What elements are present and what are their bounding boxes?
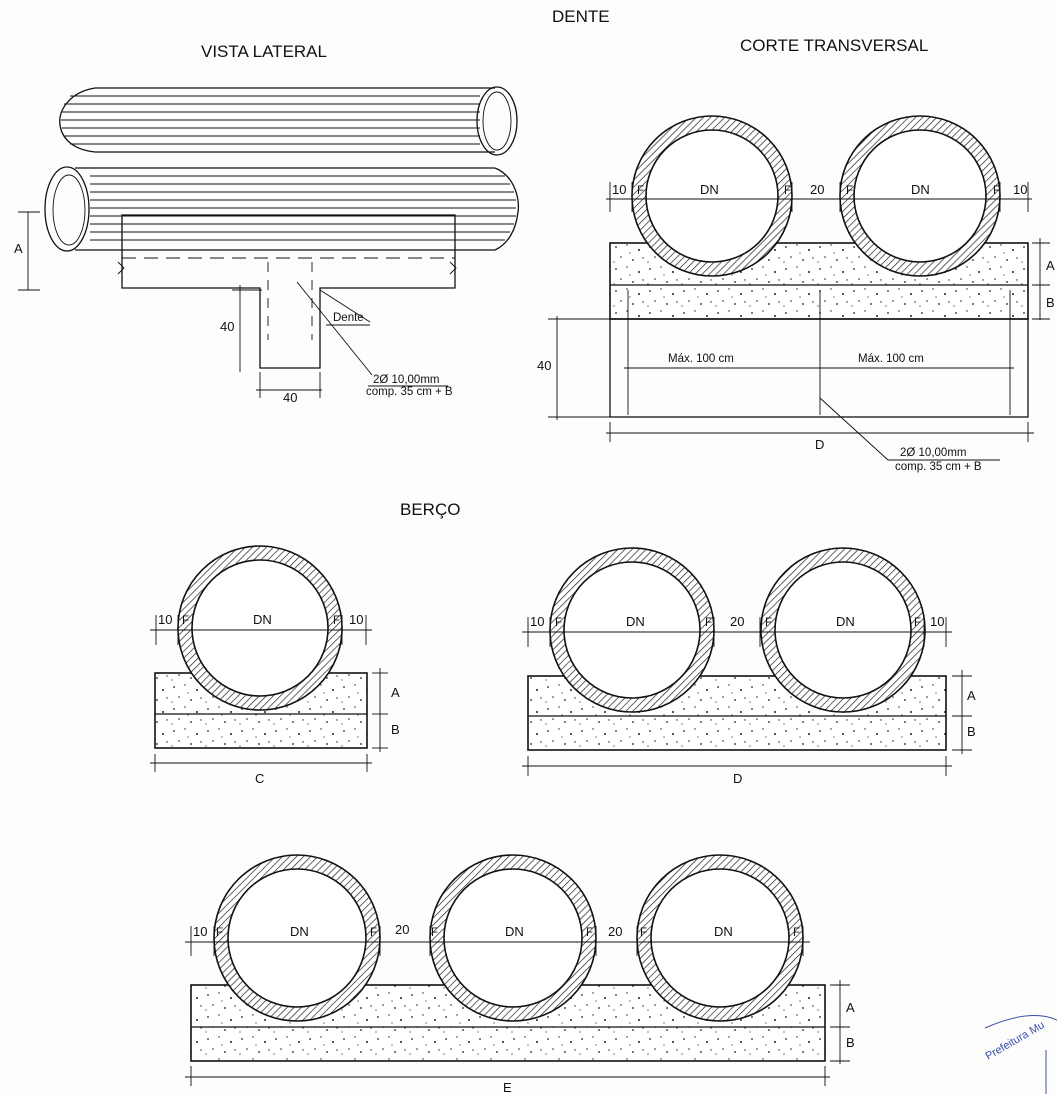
dim-20-dente: 20 [810,182,824,197]
title-berco: BERÇO [400,500,460,519]
dim-d-dente: D [815,437,824,452]
dim-10-left-3pipe: 10 [193,924,207,939]
dim-b-1pipe: B [391,722,400,737]
dn-label: DN [836,614,855,629]
dente-label: Dente [333,312,364,324]
cradle-two-pipes: 10 F DN F 20 F DN F 10 A B D [522,547,976,786]
dn-label: DN [290,924,309,939]
rebar-label-side-2: comp. 35 cm + B [366,386,453,398]
dim-a-3pipe: A [846,1000,855,1015]
dim-a-1pipe: A [391,685,400,700]
dim-b-2pipe: B [967,724,976,739]
dim-b-dente: B [1046,295,1055,310]
f-label: F [555,617,562,629]
dn-label: DN [626,614,645,629]
f-label: F [914,617,921,629]
title-corte-transversal: CORTE TRANSVERSAL [740,36,928,55]
f-label: F [370,927,377,939]
f-label: F [431,927,438,939]
dim-40-vertical: 40 [220,319,234,334]
dim-20-3pipe-b: 20 [608,924,622,939]
dim-e: E [503,1080,512,1094]
dn-label: DN [700,182,719,197]
dn-label: DN [911,182,930,197]
f-label: F [216,927,223,939]
dn-label: DN [505,924,524,939]
cradle-three-pipes: 10 F DN F 20 F DN F 20 F DN F A B E [185,854,855,1094]
stamp: Prefeitura Mu [984,1015,1057,1094]
f-label: F [333,615,340,627]
dim-20-2pipe: 20 [730,614,744,629]
max-spacing-2: Máx. 100 cm [858,353,924,365]
dim-a-2pipe: A [967,688,976,703]
dn-label: DN [714,924,733,939]
dim-10-left-2pipe: 10 [530,614,544,629]
f-label: F [182,615,189,627]
dim-40-horizontal: 40 [283,390,297,405]
title-dente: DENTE [552,7,610,26]
dim-40-dente: 40 [537,358,551,373]
dn-label: DN [253,612,272,627]
dim-10-right-1pipe: 10 [349,612,363,627]
dim-a-dente: A [1046,258,1055,273]
max-spacing-1: Máx. 100 cm [668,353,734,365]
f-label: F [637,185,644,197]
rebar-label-dente-1: 2Ø 10,00mm [900,447,966,459]
f-label: F [586,927,593,939]
title-vista-lateral: VISTA LATERAL [201,42,327,61]
f-label: F [705,617,712,629]
f-label: F [784,185,791,197]
dim-d-2pipe: D [733,771,742,786]
rebar-label-side-1: 2Ø 10,00mm [373,374,439,386]
f-label: F [993,185,1000,197]
dim-c: C [255,771,264,786]
dim-20-3pipe-a: 20 [395,922,409,937]
side-view-drawing: Dente 2Ø 10,00mm comp. 35 cm + B A 40 40 [14,86,520,405]
cross-section-dente: 10 F DN F 20 F DN F 10 A B 40 Máx. 100 c… [537,115,1055,473]
rebar-label-dente-2: comp. 35 cm + B [895,461,982,473]
dim-10-right-dente: 10 [1013,182,1027,197]
dim-a-side: A [14,241,23,256]
f-label: F [765,617,772,629]
f-label: F [846,185,853,197]
dim-b-3pipe: B [846,1035,855,1050]
f-label: F [793,927,800,939]
dim-10-left-1pipe: 10 [158,612,172,627]
stamp-text: Prefeitura Mu [984,1019,1047,1062]
f-label: F [640,927,647,939]
cradle-single-pipe: 10 F DN F 10 A B C [150,545,400,786]
dim-10-left-dente: 10 [612,182,626,197]
dim-10-right-2pipe: 10 [930,614,944,629]
